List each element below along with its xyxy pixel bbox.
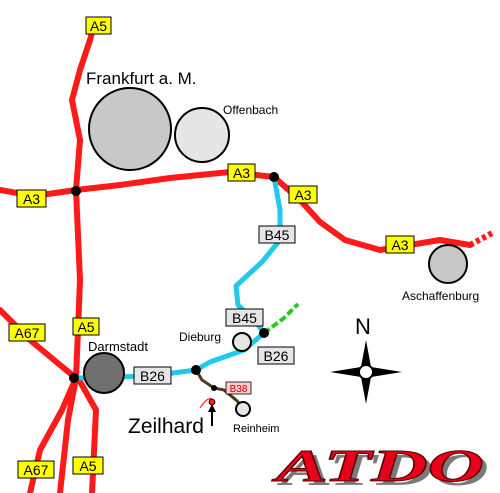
b45-lower-label: B45 <box>232 310 257 326</box>
b38-label: B38 <box>230 384 248 395</box>
local-road-reinheim <box>194 369 246 410</box>
zeilhard-label: Zeilhard <box>128 415 204 438</box>
dieburg-city <box>232 332 252 352</box>
a5-top-label: A5 <box>90 18 107 34</box>
b45-upper-badge <box>258 225 296 244</box>
atdo-logo-shadow: ATDO <box>276 444 489 493</box>
dieburg-junction <box>259 328 269 338</box>
b26-right-badge <box>257 346 295 365</box>
a67-bottom-badge <box>17 460 55 479</box>
atdo-logo-text: ATDO <box>271 440 484 491</box>
reinheim-label: Reinheim <box>233 423 279 435</box>
a3-right-badge <box>288 185 318 204</box>
a5-top-badge <box>85 16 112 35</box>
a5-bottom-label: A5 <box>79 458 96 474</box>
a5-mid-badge <box>72 317 100 336</box>
darmstadt-label: Darmstadt <box>88 339 148 354</box>
a3-far-badge <box>385 235 415 254</box>
b26-right-label: B26 <box>264 348 289 364</box>
b38-badge <box>225 381 252 395</box>
b26-left-label: B26 <box>140 368 165 384</box>
dieburg-label: Dieburg <box>179 330 221 344</box>
offenbach-city <box>174 107 230 163</box>
frankfurt-label: Frankfurt a. M. <box>86 69 197 88</box>
a5-mid-label: A5 <box>77 319 94 335</box>
a3-right-label: A3 <box>294 187 311 203</box>
b26-left-badge <box>133 366 172 385</box>
a5-south-branch <box>75 375 99 493</box>
b45-lower-badge <box>225 308 264 327</box>
a3-left-label: A3 <box>23 191 40 207</box>
a3-far-label: A3 <box>391 237 408 253</box>
frankfurt-city <box>88 87 172 171</box>
b38-junction <box>211 385 217 391</box>
compass-rose-icon <box>330 340 402 404</box>
aschaffenburg-label: Aschaffenburg <box>402 289 479 303</box>
a3-mid-badge <box>227 163 256 182</box>
atdo-logo: ATDO ATDO <box>270 440 489 493</box>
compass-north-label: N <box>355 314 371 339</box>
a67-top-badge <box>8 323 46 342</box>
darmstadt-city <box>83 352 125 394</box>
darmstadt-junction <box>69 373 79 383</box>
junctions <box>69 172 279 391</box>
zeilhard-arrow-head <box>208 404 216 412</box>
frankfurter-kreuz-junction <box>71 186 81 196</box>
a3-continuation <box>468 229 496 248</box>
a3-left-badge <box>16 189 47 208</box>
reinheim-city <box>235 401 251 417</box>
b45-upper-label: B45 <box>265 227 290 243</box>
b26-junction <box>191 365 201 375</box>
a5-road <box>57 22 97 493</box>
offenbach-label: Offenbach <box>223 103 278 117</box>
offenbacher-kreuz-junction <box>269 172 279 182</box>
a5-bottom-badge <box>72 456 104 475</box>
aschaffenburg-city <box>428 244 468 284</box>
a67-top-label: A67 <box>15 325 40 341</box>
green-road <box>262 302 300 335</box>
a67-bottom-label: A67 <box>24 462 49 478</box>
a3-mid-label: A3 <box>233 165 250 181</box>
